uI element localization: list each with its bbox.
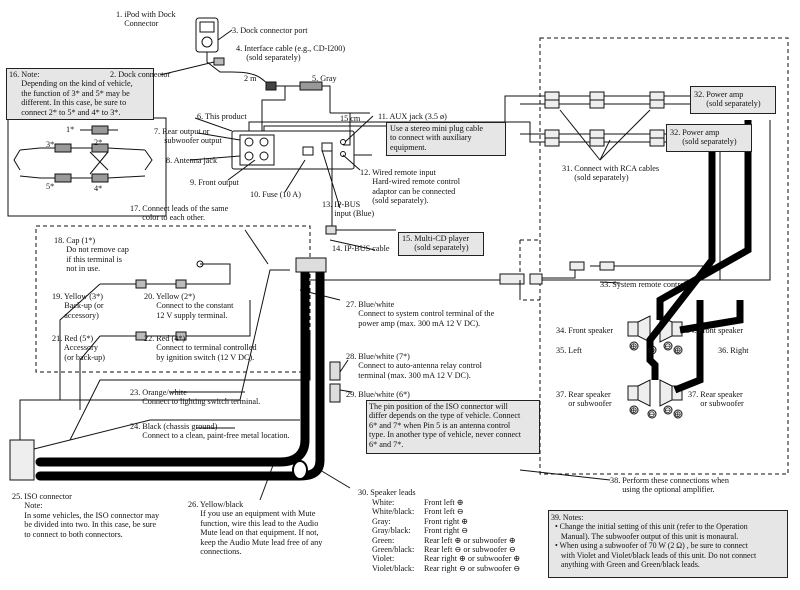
amplifier-dashed-box xyxy=(539,37,789,475)
speaker-leads-list: White: Front left ⊕ White/black: Front l… xyxy=(372,498,548,573)
label-7: 7. Rear output or subwoofer output xyxy=(154,127,222,146)
pin-3-label: 3* xyxy=(46,140,55,149)
label-9: 9. Front output xyxy=(190,178,239,187)
label-6: 6. This product xyxy=(197,112,247,121)
symbol-plus: ⊕ xyxy=(674,345,682,355)
label-25: 25. ISO connector Note: In some vehicles… xyxy=(12,492,160,539)
symbol-plus: ⊕ xyxy=(630,405,638,415)
label-23: 23. Orange/white Connect to lighting swi… xyxy=(130,388,261,407)
label-22: 22. Red (4*) Connect to terminal control… xyxy=(144,334,257,362)
symbol-minus: ⊖ xyxy=(648,409,656,419)
aux-note-box xyxy=(386,122,506,156)
note-16-text: 16. Note: Depending on the kind of vehic… xyxy=(9,70,133,117)
multi-cd-text: 15. Multi-CD player (sold separately) xyxy=(402,234,470,253)
lead-desc: Front right ⊕ xyxy=(424,516,469,526)
label-13: 13. IP-BUS input (Blue) xyxy=(322,200,375,219)
speaker-lead-row: Gray: Front right ⊕ xyxy=(372,517,548,526)
lead-color: Violet/black: xyxy=(372,563,415,573)
label-5: 5. Gray xyxy=(312,74,337,83)
note-16-box xyxy=(6,68,154,120)
label-4: 4. Interface cable (e.g., CD-I200) (sold… xyxy=(236,44,346,63)
note-39-text: 39. Notes: • Change the initial setting … xyxy=(551,513,757,570)
label-36: 36. Right xyxy=(718,346,749,355)
multi-cd-box xyxy=(398,232,484,256)
symbol-minus: ⊖ xyxy=(664,405,672,415)
label-30: 30. Speaker leads xyxy=(358,488,416,497)
aux-note-text: Use a stereo mini plug cable to connect … xyxy=(390,124,483,152)
speaker-lead-row: Green: Rear left ⊕ or subwoofer ⊕ xyxy=(372,536,548,545)
power-amp-box-2 xyxy=(666,124,752,152)
power-amp-text-1: 32. Power amp (sold separately) xyxy=(694,90,761,109)
iso-pin-note-text: The pin position of the ISO connector wi… xyxy=(369,402,522,449)
lead-desc: Front right ⊖ xyxy=(424,526,469,536)
speaker-lead-row: White/black: Front left ⊖ xyxy=(372,507,548,516)
label-28: 28. Blue/white (7*) Connect to auto-ante… xyxy=(346,352,482,380)
label-27: 27. Blue/white Connect to system control… xyxy=(346,300,495,328)
label-34-left: 34. Front speaker xyxy=(556,326,614,335)
power-amp-box-1 xyxy=(690,86,776,114)
lead-color: Green: xyxy=(372,535,395,545)
lead-color: White: xyxy=(372,498,395,507)
lead-color: Gray: xyxy=(372,516,391,526)
label-18: 18. Cap (1*) Do not remove cap if this t… xyxy=(54,236,129,274)
lead-color: Green/black: xyxy=(372,544,415,554)
lead-color: Gray/black: xyxy=(372,526,411,536)
symbol-minus: ⊖ xyxy=(648,345,656,355)
label-12: 12. Wired remote input Hard-wired remote… xyxy=(360,168,461,206)
lead-color: Violet: xyxy=(372,554,395,564)
iso-pin-note-box xyxy=(366,400,540,454)
label-4-length: 2 m xyxy=(244,74,257,83)
label-8: 8. Antenna jack xyxy=(166,156,218,165)
label-35: 35. Left xyxy=(556,346,582,355)
label-31: 31. Connect with RCA cables (sold separa… xyxy=(562,164,660,183)
lead-desc: Rear right ⊕ or subwoofer ⊕ xyxy=(424,554,521,564)
label-38: 38. Perform these connections when using… xyxy=(610,476,729,495)
symbol-plus: ⊕ xyxy=(674,409,682,419)
label-3: 3. Dock connector port xyxy=(232,26,308,35)
note-39-box xyxy=(548,510,788,578)
label-15cm: 15 cm xyxy=(340,114,361,123)
power-leads-dashed-box xyxy=(35,225,311,373)
speaker-lead-row: Violet: Rear right ⊕ or subwoofer ⊕ xyxy=(372,554,548,563)
label-34-right: 34. Front speaker xyxy=(686,326,744,335)
pin-1-label: 1* xyxy=(66,125,75,134)
label-14: 14. IP-BUS cable xyxy=(332,244,390,253)
head-unit xyxy=(231,130,355,170)
label-2: 2. Dock connector xyxy=(110,70,171,79)
label-20: 20. Yellow (2*) Connect to the constant … xyxy=(144,292,234,320)
label-29: 29. Blue/white (6*) xyxy=(346,390,410,399)
label-37-right: 37. Rear speaker or subwoofer xyxy=(688,390,744,409)
pin-4-label: 4* xyxy=(94,184,103,193)
label-10: 10. Fuse (10 A) xyxy=(250,190,301,199)
lead-color: White/black: xyxy=(372,507,415,517)
lead-desc: Rear left ⊖ or subwoofer ⊖ xyxy=(424,544,516,554)
label-37-left: 37. Rear speaker or subwoofer xyxy=(556,390,612,409)
label-26: 26. Yellow/black If you use an equipment… xyxy=(188,500,323,557)
speaker-lead-row: White: Front left ⊕ xyxy=(372,498,548,507)
speaker-lead-row: Green/black: Rear left ⊖ or subwoofer ⊖ xyxy=(372,545,548,554)
lead-desc: Front left ⊖ xyxy=(424,507,464,517)
label-1: 1. iPod with Dock Connector xyxy=(116,10,176,29)
speaker-lead-row: Gray/black: Front right ⊖ xyxy=(372,526,548,535)
pin-2-label: 2* xyxy=(94,138,103,147)
lead-desc: Rear left ⊕ or subwoofer ⊕ xyxy=(424,535,516,545)
label-11: 11. AUX jack (3.5 ø) xyxy=(378,112,447,121)
lead-desc: Front left ⊕ xyxy=(424,498,464,507)
symbol-minus: ⊖ xyxy=(664,341,672,351)
label-33: 33. System remote control xyxy=(600,280,687,289)
pin-5-label: 5* xyxy=(46,182,55,191)
label-17: 17. Connect leads of the same color to e… xyxy=(130,204,229,223)
power-amp-text-2: 32. Power amp (sold separately) xyxy=(670,128,737,147)
label-19: 19. Yellow (3*) Back-up (or accessory) xyxy=(52,292,104,320)
label-24: 24. Black (chassis ground) Connect to a … xyxy=(130,422,290,441)
lead-desc: Rear right ⊖ or subwoofer ⊖ xyxy=(424,563,521,573)
symbol-plus: ⊕ xyxy=(630,341,638,351)
speaker-lead-row: Violet/black: Rear right ⊖ or subwoofer … xyxy=(372,564,548,573)
label-21: 21. Red (5*) Accessory (or back-up) xyxy=(52,334,105,362)
